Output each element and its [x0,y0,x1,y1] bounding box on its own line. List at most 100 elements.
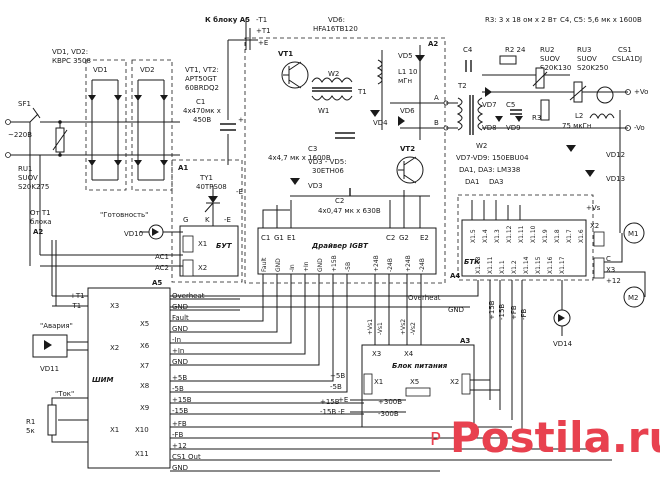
label-l1: L1 10 [398,68,418,76]
label-minus-e: -E [236,188,243,196]
label-p5p: +5В [330,372,345,380]
drv-pin-minus24-a: -24В [387,258,394,272]
label-c-pin: C [606,255,611,263]
label-vd7: VD7 [482,101,497,109]
label-a3: A3 [460,337,470,345]
label-vt-type1: APT50GT [185,75,217,83]
output-stage: R3: 3 х 18 ом х 2 Вт C4, C5: 5,6 мк х 16… [446,16,648,186]
label-x3-a3: X3 [372,350,381,358]
a5-row-plus15: +15В [172,396,192,404]
btk-pin-7: X1.9 [542,229,549,243]
label-r2: R2 24 [505,46,526,54]
a5-row-gnd4: GND [172,464,188,472]
label-ru1-type2: S20K275 [18,183,49,191]
btk-pin-b7: X1.16 [547,256,554,274]
label-drv-g2: G2 [399,234,409,242]
drv-pin-minus24-b: -24В [419,258,426,272]
label-plus-vo: +Vo [634,88,648,96]
label-a1: A1 [178,164,188,172]
label-p300p: +300В [378,398,402,406]
label-c2: C2 [335,197,344,205]
terminal-mains-2 [5,152,11,158]
label-ru2-t2: S20K130 [540,64,571,72]
a5-row-overheat: Overheat [172,292,205,300]
btk-pin-9: X1.7 [566,229,573,243]
label-x10-a5: X10 [135,426,149,434]
dc-bus: VT1, VT2: APT50GT 60BRDQ2 C1 4х470мк х 4… [183,39,258,165]
label-vd8: VD8 [482,124,497,132]
label-ac2: AC2 [155,264,169,272]
label-ru2: RU2 [540,46,554,54]
label-node-b: B [434,119,439,127]
label-t1: T1 [357,88,367,96]
a5-row-gnd3: GND [172,358,188,366]
btk-pin-b6: X1.15 [535,256,542,274]
sensor-cs1 [596,86,614,104]
label-x7-a5: X7 [140,362,149,370]
header-labels: К блоку А5 -Т1 +Т1 +E VD6: HFA16TB120 [205,16,358,50]
drv-pin-minus5: -5В [345,262,352,272]
label-l1-unit: мГн [398,77,412,85]
label-vd10: VD10 [124,230,143,238]
mains-input: VD1, VD2: КВРС 3508 SF1 ~220В RU1 SUOV S… [5,48,180,191]
label-gnd-bus: GND [448,306,464,314]
label-ty1: TY1 [199,174,213,182]
terminal-mains-1 [5,119,11,125]
label-vt2: VT2 [400,145,415,153]
label-r1: R1 [26,418,35,426]
a5-row-gnd1: GND [172,303,188,311]
signal-bus: Overheat GND +15В -15В +FB -FB [170,280,528,430]
label-bloka: блока [30,218,52,226]
block-a3: A3 Блок питания +Vs1 -Vs1 +Vs2 -Vs2 X3 X… [320,305,500,428]
label-plus15-a4: +15В [488,300,496,320]
label-vs1p: +Vs1 [367,319,374,335]
label-ty1-type: 40TPS08 [196,183,227,191]
label-gotov: "Готовность" [100,211,148,219]
label-vd6: VD6: [328,16,345,24]
btk-pin-b2: X1.11 [487,256,494,274]
label-cs1-type: CSLA1DJ [612,55,642,63]
label-da3: DA3 [489,178,504,186]
label-w1: W1 [318,107,329,115]
drv-pin-gnd2: GND [317,258,324,272]
label-driver: Драйвер IGBT [311,242,369,250]
btk-pin-b1: X1.13 [475,256,482,274]
label-a5: A5 [152,279,162,287]
label-ru3-t1: SUOV [577,55,597,63]
label-vd11: VD11 [40,365,59,373]
shim-module [87,287,171,469]
transistor-vt1 [281,61,309,89]
label-plus-vs: +Vs [586,204,601,212]
btk-pin-2: X1.4 [482,229,489,243]
label-p-plus-e: +E [338,396,348,404]
block-a5: A5 ШИМ X3 X2 X1 X5 X6 X7 X8 X9 X10 X11 O… [26,240,612,472]
label-x2-a3: X2 [450,378,459,386]
label-m1: M1 [628,230,639,238]
label-plus-fb-a4: +FB [510,305,518,320]
potentiometer-r1 [47,404,57,436]
c1-polarity: + [238,116,244,124]
label-l2: L2 [575,112,583,120]
label-c4c5: C4, C5: 5,6 мк х 1600В [560,16,642,24]
label-shim: ШИМ [92,376,114,384]
label-x4-a3: X4 [404,350,414,358]
label-plus12: +12 [606,277,621,285]
label-m2: M2 [628,294,639,302]
label-vs2p: +Vs2 [400,319,407,335]
btk-module [461,219,587,277]
label-vs1m: -Vs1 [377,322,384,335]
block-a4-frame [457,194,594,281]
label-vd3: VD3 [308,182,323,190]
label-x2-a5: X2 [110,344,119,352]
btk-pin-3: X1.3 [494,229,501,243]
label-plus-e: +E [258,39,268,47]
fan-m1 [623,222,645,244]
label-x6-a5: X6 [140,342,150,350]
label-sf1: SF1 [18,100,31,108]
label-da: DA1, DA3: LM338 [459,166,520,174]
drv-pin-plus24-b: +24В [405,255,412,272]
label-drv-c1: C1 [261,234,270,242]
label-node-a: A [434,94,439,102]
